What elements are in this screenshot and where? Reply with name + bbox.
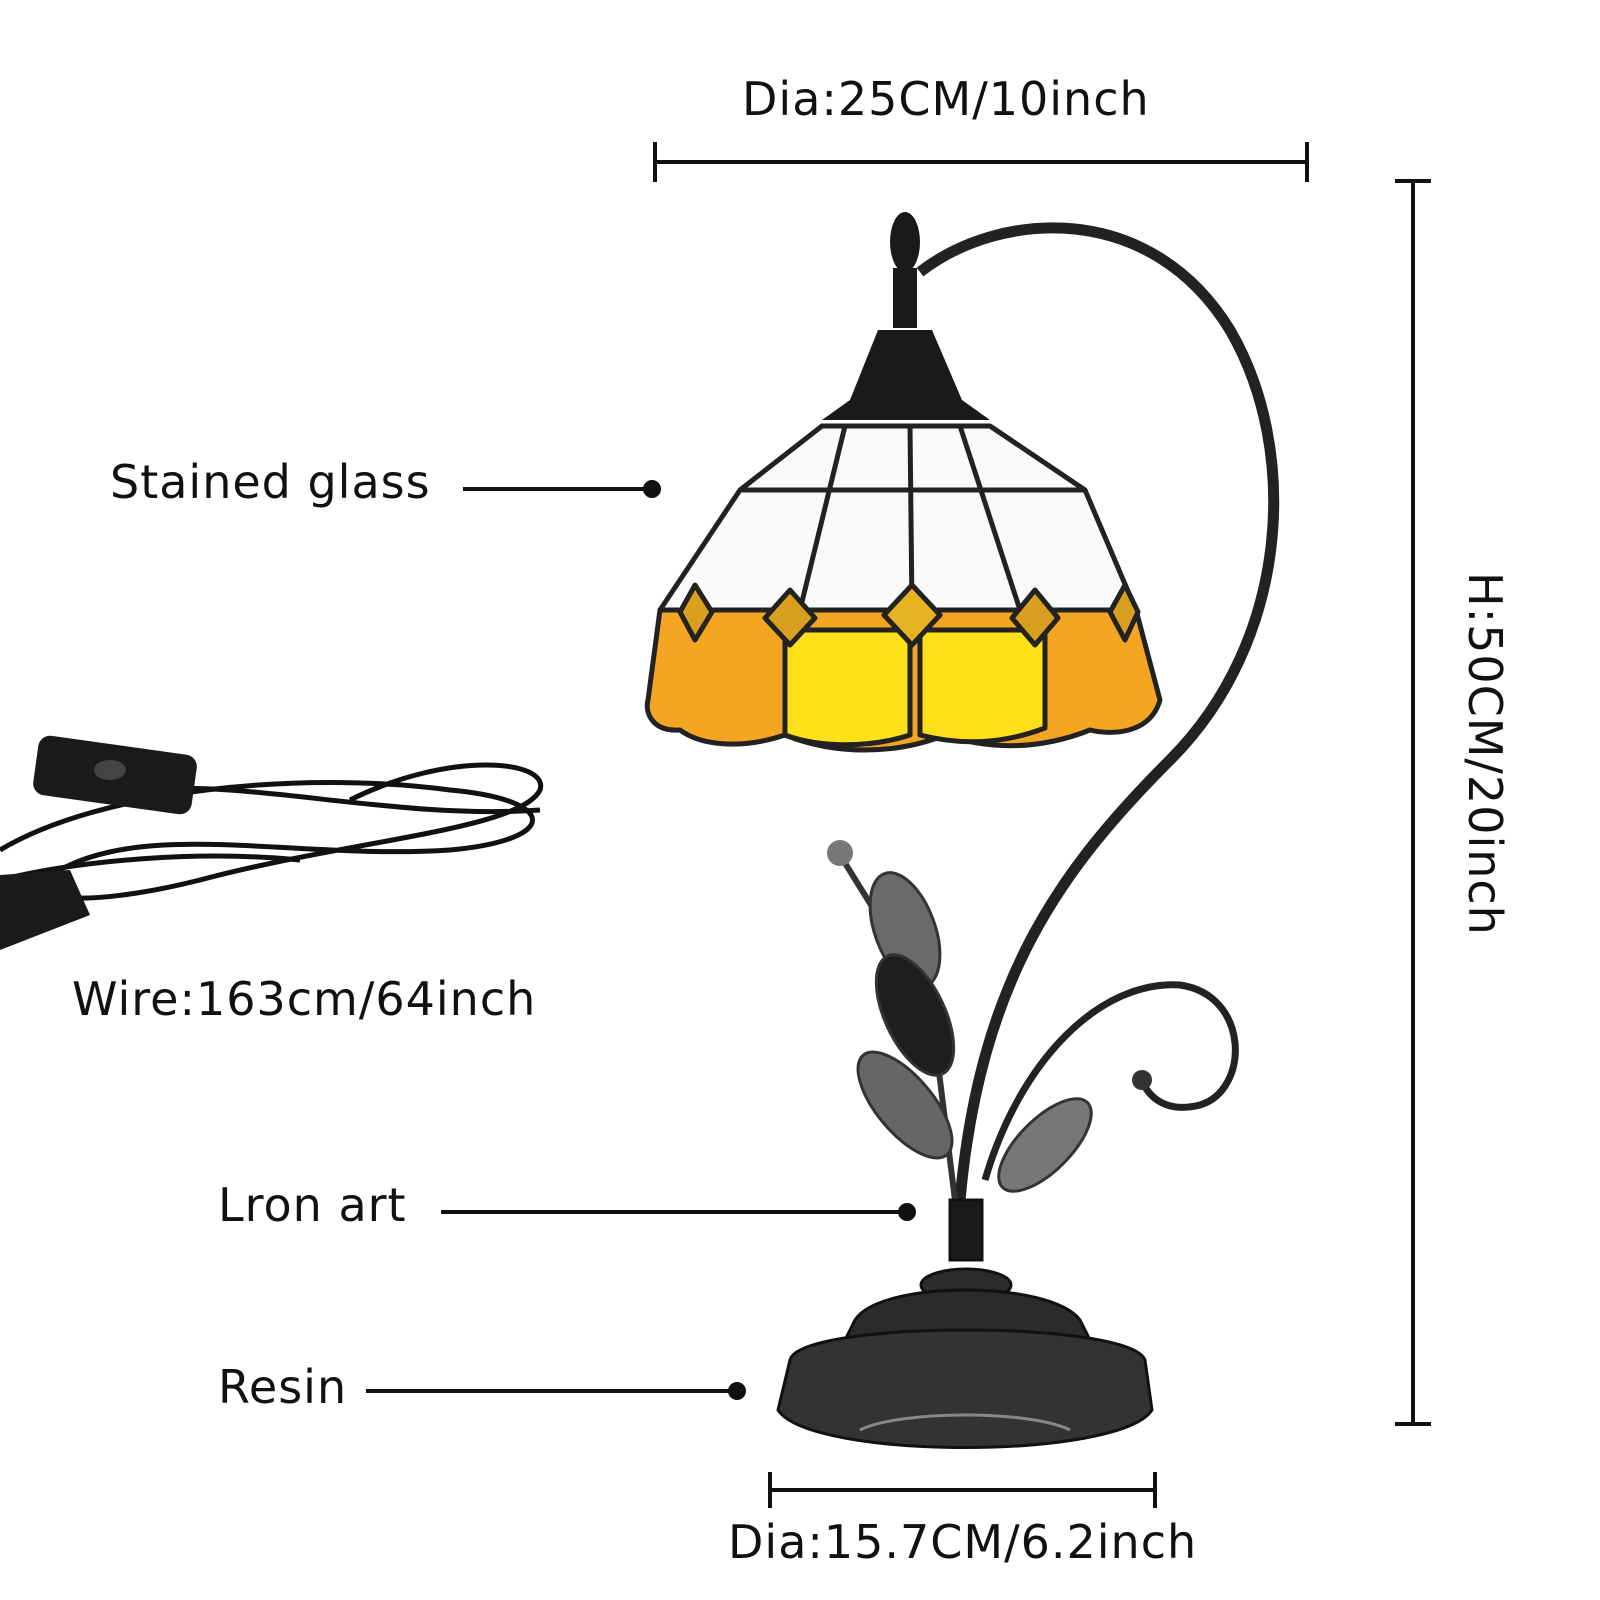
callout-leader-base <box>366 1382 746 1400</box>
shade-cap <box>822 212 990 420</box>
base-diameter-dimension-line <box>768 1472 1157 1508</box>
stained-glass-callout: Stained glass <box>110 455 431 509</box>
curl-branch <box>981 981 1239 1181</box>
iron-art-callout: Lron art <box>218 1178 407 1232</box>
plug <box>0 870 90 950</box>
shade-diameter-label: Dia:25CM/10inch <box>742 72 1150 126</box>
resin-callout: Resin <box>218 1360 348 1414</box>
callout-leader-stem <box>441 1203 916 1221</box>
base-diameter-label: Dia:15.7CM/6.2inch <box>728 1515 1198 1569</box>
shade-diameter-dimension-line <box>653 142 1309 182</box>
lamp-arm <box>916 222 1280 1201</box>
callout-leader-shade <box>463 480 661 498</box>
leaves <box>856 871 1093 1193</box>
resin-base <box>776 1198 1154 1449</box>
height-label: H:50CM/20inch <box>1458 572 1512 936</box>
wire-length-label: Wire:163cm/64inch <box>72 972 537 1026</box>
stained-glass-shade <box>644 423 1163 753</box>
height-dimension-line <box>1395 179 1431 1426</box>
